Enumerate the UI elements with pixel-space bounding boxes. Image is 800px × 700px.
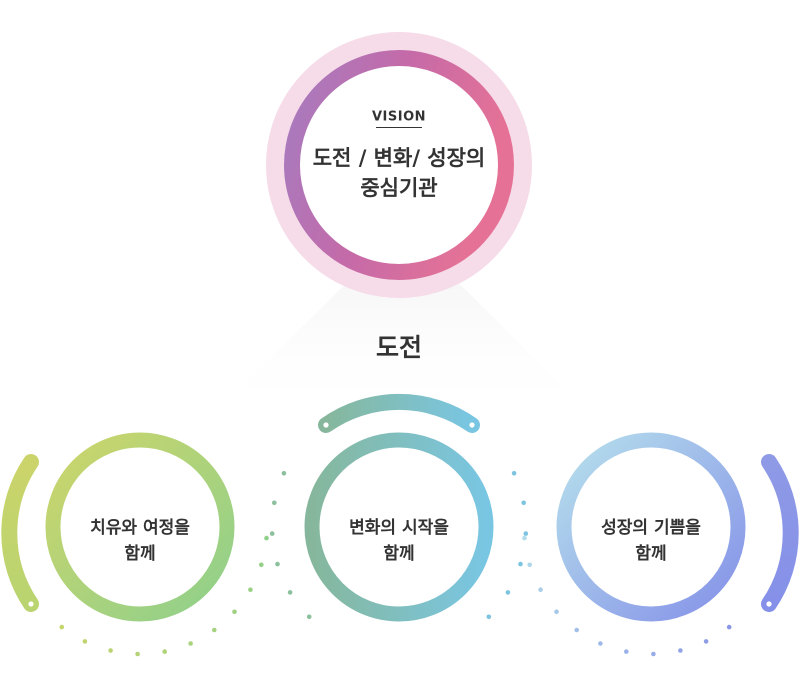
trail-dot (486, 614, 492, 620)
node-change-arc-dot-left (323, 422, 329, 428)
node-growth-line2: 함께 (635, 544, 667, 564)
trail-dot (538, 587, 543, 592)
trail-dot (624, 649, 629, 654)
trail-dot (651, 651, 656, 657)
node-healing-line2: 함께 (124, 544, 156, 564)
node-growth-side-arc (761, 454, 799, 612)
trail-dot (59, 624, 65, 630)
node-change-label: 변화의 시작을 함께 (349, 515, 449, 567)
trail-dot (108, 648, 113, 653)
vision-main-ring (284, 50, 514, 280)
node-change-dotted-trail (269, 471, 529, 620)
trail-dot (212, 627, 217, 633)
vision-tag-underline (376, 127, 422, 128)
trail-dot (703, 639, 709, 644)
node-change-ring (304, 432, 494, 622)
trail-dot (188, 641, 193, 646)
node-healing-side-arc (1, 454, 39, 612)
node-change-top-arc (318, 394, 480, 433)
node-healing-label: 치유와 여정을 함께 (90, 515, 190, 567)
node-growth-arc-dot (766, 601, 772, 607)
node-change-line2: 함께 (383, 544, 415, 564)
node-change-line1: 변화의 시작을 (349, 518, 449, 538)
trail-dot (521, 500, 526, 506)
node-healing-ring (45, 432, 235, 622)
trail-dot (554, 609, 559, 615)
trail-dot (527, 562, 532, 568)
node-growth-ring (556, 432, 746, 622)
trail-dot (306, 614, 312, 620)
trail-dot (232, 609, 237, 615)
trail-dot (272, 500, 277, 506)
vision-title-line2: 중심기관 (360, 176, 438, 200)
node-growth-line1: 성장의 기쁨을 (601, 518, 701, 538)
trail-dot (82, 639, 88, 644)
trail-dot (523, 531, 529, 536)
vision-halo-ring (266, 32, 532, 298)
node-change-arc-dot-right (469, 422, 475, 428)
node-growth-label: 성장의 기쁨을 함께 (601, 515, 701, 567)
pyramid-backdrop (212, 228, 592, 415)
trail-dot (269, 531, 275, 536)
trail-dot (248, 587, 253, 592)
trail-dot (264, 535, 269, 541)
trail-dot (135, 651, 140, 657)
node-healing-line1: 치유와 여정을 (90, 518, 190, 538)
trail-dot (287, 590, 293, 595)
trail-dot (281, 471, 287, 476)
trail-dot (678, 648, 683, 653)
vision-title-line1: 도전 / 변화/ 성장의 (312, 146, 486, 170)
trail-dot (275, 561, 280, 567)
node-healing-dotted-trail (59, 535, 269, 657)
trail-dot (162, 649, 167, 654)
trail-dot (598, 641, 603, 646)
vision-title: 도전 / 변화/ 성장의 중심기관 (313, 143, 486, 203)
vision-tag: VISION (371, 109, 427, 125)
trail-dot (518, 561, 523, 567)
trail-dot (726, 624, 732, 630)
trail-dot (511, 471, 517, 476)
center-word: 도전 (375, 333, 423, 362)
trail-dot (259, 562, 264, 568)
trail-dot (505, 590, 511, 595)
trail-dot (574, 627, 579, 633)
node-growth-dotted-trail (522, 535, 732, 657)
trail-dot (522, 535, 527, 541)
node-healing-arc-dot (28, 601, 34, 607)
